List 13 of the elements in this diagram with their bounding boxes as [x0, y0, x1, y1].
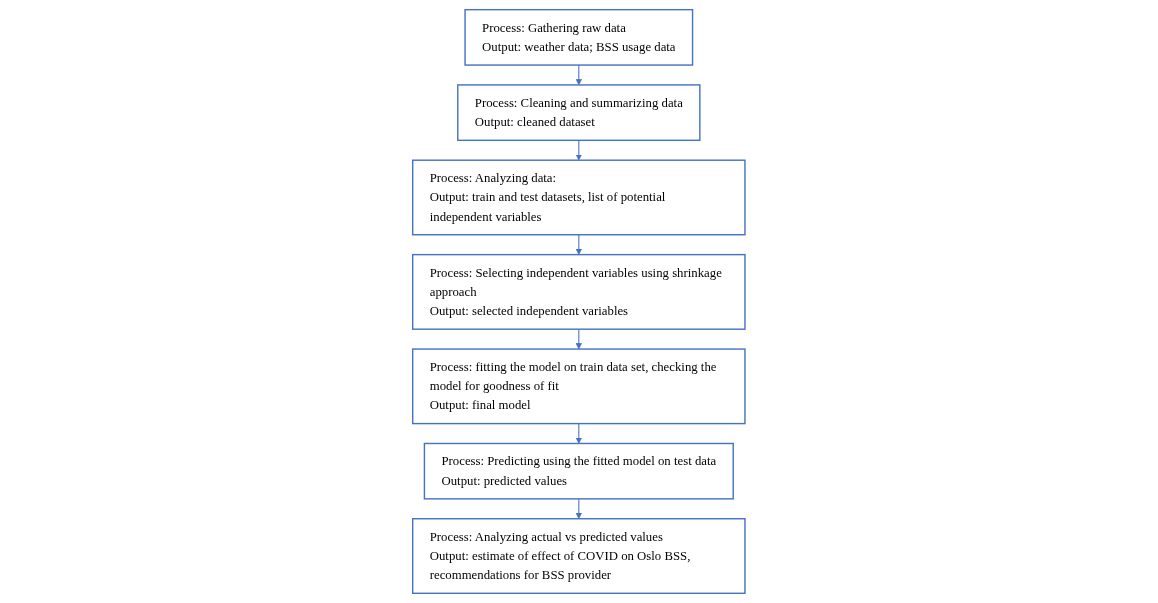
arrow: [575, 423, 583, 444]
arrow: [575, 234, 583, 255]
node-box: Process: Predicting using the fitted model on test data Output: predicted values: [423, 442, 735, 500]
node-box: Process: Cleaning and summarizing data Output: cleaned dataset: [457, 84, 701, 142]
node-box: Process: Selecting independent variables using shrinkage approach Output: selected independent variables: [412, 253, 746, 330]
arrow: [575, 64, 583, 86]
node-box: Process: Analyzing data: Output: train and test datasets, list of potential independent variables: [412, 159, 746, 236]
node-box: Process: Gathering raw data Output: weather data; BSS usage data: [464, 9, 694, 66]
arrow: [575, 498, 583, 520]
arrow: [575, 139, 583, 161]
node-box: Process: fitting the model on train data set, checking the model for goodness of fit Output: final model: [412, 348, 746, 425]
arrow: [575, 328, 583, 350]
node-box: Process: Analyzing actual vs predicted values Output: estimate of effect of COVID on Oslo BSS, recommendations for BSS provider: [412, 518, 746, 594]
